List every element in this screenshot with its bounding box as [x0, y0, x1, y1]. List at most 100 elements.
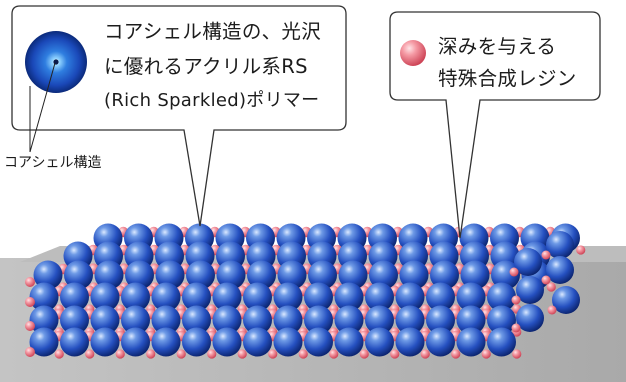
resin-particle — [576, 245, 586, 255]
callout-left-bubble — [11, 5, 347, 227]
polymer-particle — [212, 282, 242, 312]
polymer-particle — [121, 305, 150, 335]
polymer-particle — [546, 256, 574, 284]
polymer-particle — [304, 282, 333, 312]
polymer-particle — [60, 305, 89, 335]
polymer-particle — [514, 248, 542, 276]
polymer-particle — [121, 327, 150, 357]
resin-particle — [298, 349, 308, 359]
resin-particle — [420, 349, 430, 359]
polymer-particle — [334, 327, 364, 357]
callout-left-line2: に優れるアクリル系RS — [104, 55, 308, 78]
polymer-particle — [365, 327, 394, 357]
polymer-particle — [395, 305, 425, 335]
polymer-particle — [60, 327, 89, 357]
polymer-particle — [395, 282, 425, 312]
leader-line-core — [29, 62, 56, 153]
resin-particle — [512, 349, 522, 359]
polymer-particle — [304, 327, 333, 357]
polymer-particle — [64, 260, 93, 290]
particle-layer — [25, 223, 586, 359]
polymer-particle — [151, 305, 181, 335]
callout-left-line3: (Rich Sparkled)ポリマー — [104, 90, 320, 111]
resin-particle — [547, 305, 557, 315]
polymer-particle — [33, 260, 63, 290]
polymer-particle — [60, 282, 89, 312]
polymer-particle — [216, 260, 246, 290]
polymer-particle — [29, 327, 59, 357]
resin-particle — [509, 267, 519, 277]
polymer-particle — [273, 282, 303, 312]
resin-particle — [511, 295, 521, 305]
polymer-particle — [395, 327, 425, 357]
polymer-particle — [365, 305, 394, 335]
polymer-particle — [90, 282, 120, 312]
callout-left-line1: コアシェル構造の、光沢 — [104, 20, 322, 43]
polymer-particle — [369, 260, 398, 290]
polymer-particle — [430, 260, 459, 290]
polymer-particle — [182, 305, 211, 335]
polymer-particle — [243, 327, 272, 357]
resin-particle — [451, 349, 461, 359]
polymer-particle — [212, 305, 242, 335]
polymer-particle — [273, 305, 303, 335]
resin-particle — [176, 349, 186, 359]
polymer-particle — [304, 305, 333, 335]
polymer-particle — [308, 260, 337, 290]
polymer-particle — [121, 282, 150, 312]
polymer-particle — [243, 305, 272, 335]
resin-particle — [115, 349, 125, 359]
resin-particle — [54, 349, 64, 359]
resin-particle — [25, 277, 35, 287]
polymer-particle — [94, 260, 124, 290]
polymer-particle — [29, 282, 59, 312]
polymer-particle — [456, 305, 486, 335]
core-shell-label: コアシェル構造 — [4, 155, 102, 171]
polymer-particle — [456, 327, 486, 357]
resin-sphere-icon — [400, 40, 426, 66]
polymer-particle — [125, 260, 154, 290]
resin-particle — [207, 349, 217, 359]
polymer-particle — [151, 282, 181, 312]
polymer-particle — [460, 260, 490, 290]
polymer-particle — [334, 282, 364, 312]
polymer-particle — [546, 231, 574, 259]
resin-particle — [25, 347, 35, 357]
resin-particle — [25, 297, 35, 307]
polymer-particle — [456, 282, 486, 312]
polymer-particle — [426, 327, 455, 357]
polymer-particle — [487, 305, 516, 335]
resin-particle — [541, 275, 551, 285]
callout-right-line1: 深みを与える — [438, 35, 557, 58]
resin-particle — [268, 349, 278, 359]
polymer-particle — [90, 327, 120, 357]
polymer-particle — [487, 327, 516, 357]
polymer-particle — [247, 260, 276, 290]
polymer-particle — [516, 304, 544, 332]
polymer-particle — [426, 282, 455, 312]
polymer-particle — [182, 327, 211, 357]
polymer-particle — [90, 305, 120, 335]
polymer-particle — [338, 260, 368, 290]
polymer-particle — [365, 282, 394, 312]
resin-particle — [25, 321, 35, 331]
resin-particle — [359, 349, 369, 359]
resin-particle — [481, 349, 491, 359]
polymer-particle — [399, 260, 429, 290]
callout-right-line2: 特殊合成レジン — [438, 67, 577, 90]
resin-particle — [146, 349, 156, 359]
resin-particle — [511, 323, 521, 333]
resin-particle — [85, 349, 95, 359]
polymer-particle — [243, 282, 272, 312]
resin-particle — [390, 349, 400, 359]
resin-particle — [329, 349, 339, 359]
polymer-particle — [182, 282, 211, 312]
polymer-particle — [151, 327, 181, 357]
polymer-particle — [334, 305, 364, 335]
polymer-particle — [155, 260, 185, 290]
resin-particle — [237, 349, 247, 359]
polymer-particle — [277, 260, 307, 290]
polymer-particle — [186, 260, 215, 290]
resin-particle — [541, 250, 551, 260]
polymer-particle — [487, 282, 516, 312]
